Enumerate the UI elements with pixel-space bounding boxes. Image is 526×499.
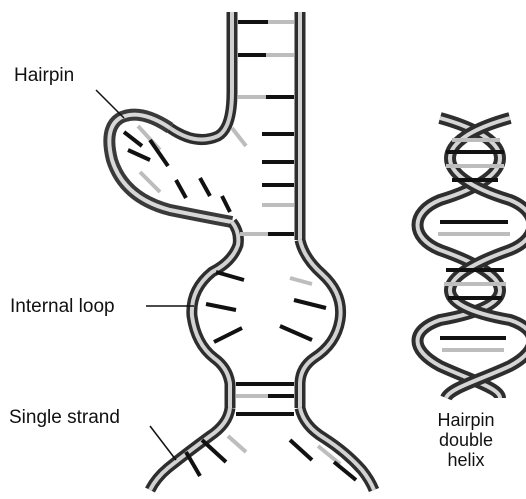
hairpin-double-helix-label-line-1: Hairpin [420,410,512,430]
left-strand-middle [192,222,239,408]
top-stem-base-pairs [238,22,294,234]
hairpin-double-helix-label-line-3: helix [420,450,512,470]
rna-main-structure [109,12,374,490]
single-strand-label: Single strand [9,408,120,427]
lower-stem-base-pairs [236,384,294,414]
internal-loop-bases [206,272,326,342]
hairpin-double-helix-illustration [418,118,526,398]
single-strand-leader-line [150,426,176,460]
left-strand-upper [170,12,232,140]
hairpin-leader-line [96,90,124,118]
right-strand-internal-loop [300,240,341,408]
internal-loop-label: Internal loop [10,297,115,316]
hairpin-double-helix-label: Hairpin double helix [420,410,512,470]
hairpin-label: Hairpin [14,66,74,85]
hairpin-double-helix-label-line-2: double [420,430,512,450]
